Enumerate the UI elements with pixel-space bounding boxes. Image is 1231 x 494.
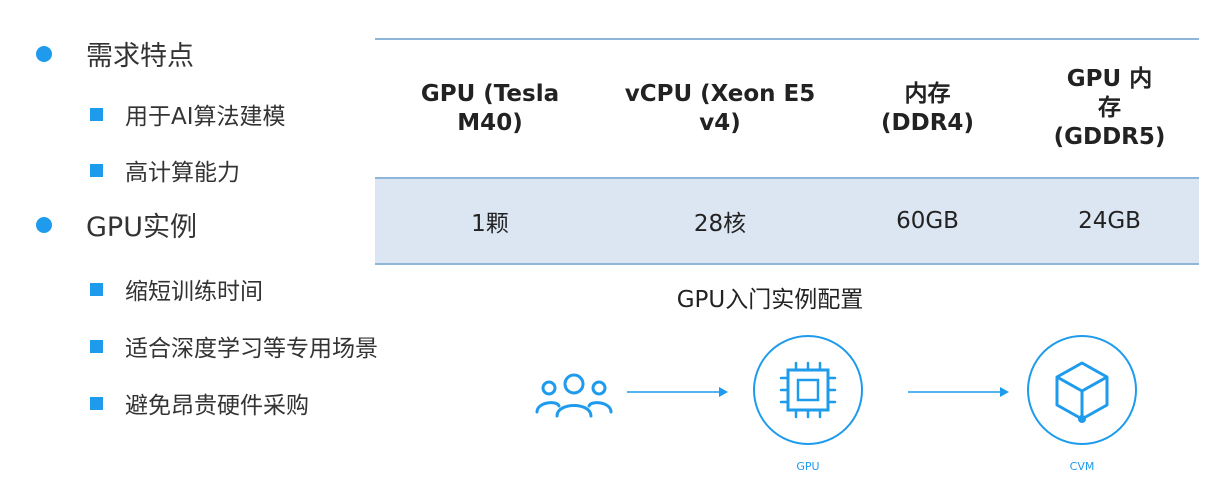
bullet-item: 高计算能力 bbox=[90, 153, 240, 187]
bullet-heading: GPU实例 bbox=[36, 205, 197, 244]
bullet-text: 高计算能力 bbox=[125, 160, 240, 186]
bullet-text: 缩短训练时间 bbox=[125, 279, 263, 305]
table-header-cell: vCPU (Xeon E5 v4) bbox=[605, 80, 835, 138]
node-label-cvm: CVM bbox=[1069, 460, 1095, 473]
table-cell: 60GB bbox=[896, 208, 959, 234]
node-label-gpu: GPU bbox=[796, 460, 820, 473]
spec-table: GPU (Tesla M40) vCPU (Xeon E5 v4) 内存 (DD… bbox=[375, 38, 1199, 265]
arrow-right-icon bbox=[627, 387, 728, 397]
table-divider bbox=[375, 177, 1199, 179]
bullet-square-icon bbox=[90, 282, 103, 296]
table-header-row: GPU (Tesla M40) vCPU (Xeon E5 v4) 内存 (DD… bbox=[375, 40, 1199, 177]
bullet-text: 用于AI算法建模 bbox=[125, 104, 286, 130]
users-icon bbox=[535, 373, 613, 418]
bullet-item: 避免昂贵硬件采购 bbox=[90, 386, 309, 420]
bullet-item: 缩短训练时间 bbox=[90, 272, 263, 306]
table-cell: 28核 bbox=[693, 211, 747, 237]
bullet-text: 避免昂贵硬件采购 bbox=[125, 393, 309, 419]
header-line: 内存 bbox=[904, 80, 951, 107]
header-line: (GDDR5) bbox=[1053, 123, 1166, 150]
table-header-cell: GPU 内 存 (GDDR5) bbox=[1020, 65, 1199, 151]
bullet-square-icon bbox=[90, 396, 103, 410]
bullet-heading: 需求特点 bbox=[36, 34, 194, 73]
header-line: M40) bbox=[457, 109, 523, 136]
header-line: (DDR4) bbox=[881, 109, 974, 136]
bullet-square-icon bbox=[90, 339, 103, 353]
bullet-text: GPU实例 bbox=[86, 212, 197, 243]
table-header-cell: 内存 (DDR4) bbox=[835, 80, 1020, 138]
bullet-square-icon bbox=[90, 107, 103, 121]
arrow-right-icon bbox=[908, 387, 1009, 397]
chip-icon bbox=[753, 335, 863, 445]
table-cell: 24GB bbox=[1078, 208, 1141, 234]
table-row: 1颗 28核 60GB 24GB bbox=[375, 179, 1199, 263]
header-line: 存 bbox=[1098, 95, 1121, 122]
table-divider bbox=[375, 38, 1199, 40]
header-line: GPU (Tesla bbox=[420, 80, 560, 107]
header-line: v4) bbox=[699, 109, 741, 136]
bullet-dot-icon bbox=[36, 216, 52, 233]
bullet-text: 适合深度学习等专用场景 bbox=[125, 336, 378, 362]
table-cell: 1颗 bbox=[471, 211, 509, 237]
diagram-title: GPU入门实例配置 bbox=[676, 287, 864, 313]
bullet-square-icon bbox=[90, 163, 103, 177]
header-line: GPU 内 bbox=[1066, 66, 1153, 93]
cube-icon bbox=[1027, 335, 1137, 445]
bullet-item: 用于AI算法建模 bbox=[90, 97, 286, 131]
table-header-cell: GPU (Tesla M40) bbox=[375, 80, 605, 138]
table-divider bbox=[375, 263, 1199, 265]
bullet-dot-icon bbox=[36, 45, 52, 62]
bullet-item: 适合深度学习等专用场景 bbox=[90, 329, 378, 363]
bullet-list: 需求特点 用于AI算法建模 高计算能力 GPU实例 缩短训练时间 适合深度学习等… bbox=[0, 0, 470, 494]
header-line: vCPU (Xeon E5 bbox=[624, 80, 816, 107]
bullet-text: 需求特点 bbox=[86, 41, 194, 72]
